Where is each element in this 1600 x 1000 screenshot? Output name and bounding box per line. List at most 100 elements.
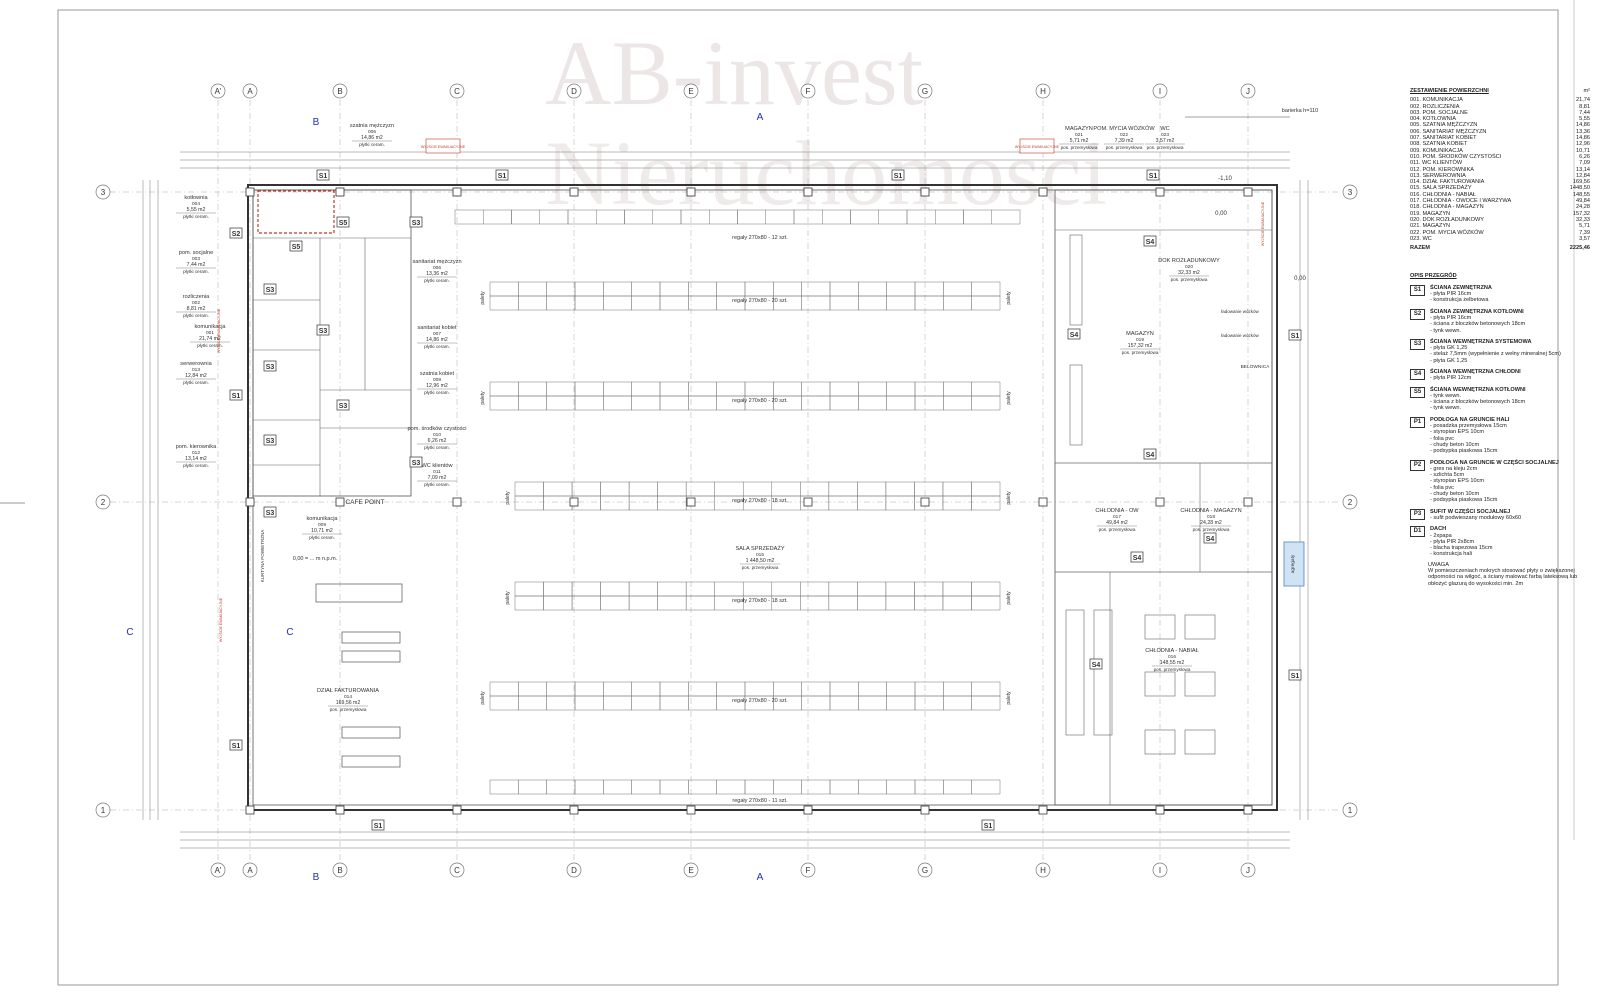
wall-marker-S3: S3 <box>412 220 421 227</box>
exit-sign: WYJŚCIE EWAKUACYJNE <box>216 308 221 353</box>
room-floor: płytki ceram. <box>424 482 450 487</box>
shelf-unit <box>603 295 632 311</box>
grid-column-label: D <box>571 866 577 875</box>
wall-marker-S1: S1 <box>319 173 328 180</box>
legend-area-value: 13,14 <box>1576 166 1590 173</box>
room-number: 001 <box>206 330 214 336</box>
wall-marker-box <box>289 240 303 252</box>
shelf-unit <box>543 481 573 497</box>
legend-wall-code: S1 <box>1410 284 1425 296</box>
wall-marker-box <box>316 169 330 181</box>
shelf-unit <box>943 695 972 711</box>
wall-marker-S1: S1 <box>498 173 507 180</box>
legend-area-name: 020. DOK ROZŁADUNKOWY <box>1410 216 1484 223</box>
structural-column <box>569 497 579 507</box>
shelf-layer: regały 270x80 - 12 szt.regały 270x80 - 2… <box>454 209 1021 804</box>
shelf-unit <box>680 209 710 225</box>
structural-column <box>1243 497 1253 507</box>
wall-marker-S5: S5 <box>339 220 348 227</box>
structural-column <box>335 187 345 197</box>
legend-wall-layer: - tynk wewn. <box>1430 405 1462 412</box>
shelf-unit <box>943 281 972 297</box>
structural-column <box>1155 497 1165 507</box>
room-name: serwerownia <box>180 361 212 367</box>
room-name: szatnia kobiet <box>420 371 455 377</box>
exit-sign: WYJŚCIE EWAKUACYJNE <box>421 144 466 149</box>
grid-bubble <box>332 83 348 99</box>
shelf-unit <box>914 481 944 497</box>
shelf-unit <box>574 681 604 697</box>
shelf-unit <box>971 281 1001 297</box>
room-floor: pos. przemysłowa <box>1122 350 1159 355</box>
shelf-unit <box>574 281 604 297</box>
room-number: 010 <box>433 432 441 438</box>
structural-column <box>569 805 579 815</box>
legend-wall-layer: - konstrukcja hali <box>1430 551 1472 558</box>
shelf-unit <box>829 381 859 397</box>
shelf-unit <box>685 595 715 611</box>
section-marker-B: B <box>313 117 320 128</box>
grid-bubble <box>242 862 258 878</box>
legend-area-value: 10,71 <box>1576 147 1590 154</box>
shelf-unit <box>518 395 547 411</box>
shelf-unit <box>518 681 547 697</box>
shelf-unit <box>514 495 544 511</box>
wall-marker-box <box>336 399 350 411</box>
pallets-label: palety <box>1006 291 1012 305</box>
shelf-unit <box>574 779 604 795</box>
shelf-unit <box>765 209 795 225</box>
room-floor: płytki ceram. <box>424 278 450 283</box>
legend-wall-layer: - płyta GK 1,25 <box>1430 357 1468 364</box>
legend-wall-layer: - styropian EPS 10cm <box>1430 478 1485 485</box>
room-area: 32,33 m2 <box>1178 270 1200 276</box>
room-number: 017 <box>1113 514 1121 520</box>
room-name: CHŁODNIA - NABIAŁ <box>1145 648 1198 654</box>
shelf-unit <box>886 281 916 297</box>
room-number: 009 <box>318 522 326 528</box>
wall-marker-box <box>1288 669 1302 681</box>
shelf-unit <box>963 209 992 225</box>
legend-wall-layer: - stelaż 7,5mm (wypełnienie z wełny mine… <box>1430 351 1561 358</box>
wall-marker-box <box>1130 551 1144 563</box>
room-floor: płytki ceram. <box>309 535 335 540</box>
shelf-unit <box>885 495 915 511</box>
legend-wall-title: ŚCIANA WEWNĘTRZNA SYSTEMOWA <box>1430 338 1532 345</box>
room-name: pom. kierownika <box>176 444 217 450</box>
wall-marker-S4: S4 <box>1070 332 1079 339</box>
shelf-unit <box>489 695 519 711</box>
room-name: DZIAŁ FAKTUROWANIA <box>317 688 379 694</box>
shelf-unit <box>489 381 519 397</box>
shelf-unit <box>688 695 717 711</box>
wall-marker-box <box>1067 328 1081 340</box>
legend-area-name: 023. WC <box>1410 235 1432 242</box>
shelf-unit <box>688 681 717 697</box>
legend-panel: ZESTAWIENIE POWIERZCHNI m² 001. KOMUNIKA… <box>1410 88 1590 587</box>
grid-column-label: F <box>806 866 811 875</box>
room-area: 5,55 m2 <box>187 207 206 213</box>
grid-column-label: A' <box>215 87 222 96</box>
room-number: 004 <box>192 201 200 207</box>
shelf-unit <box>829 295 859 311</box>
legend-area-value: 13,36 <box>1576 128 1590 135</box>
shelf-unit <box>971 581 1001 597</box>
exit-sign: WYJŚCIE EWAKUACYJNE <box>1015 144 1060 149</box>
grid-column-label: H <box>1040 87 1046 96</box>
wall-marker-box <box>229 739 243 751</box>
shelf-unit <box>943 395 972 411</box>
grid-column-label: A <box>247 87 253 96</box>
shelf-unit <box>688 779 717 795</box>
shelf-unit <box>737 209 766 225</box>
pallets-label: palety <box>480 691 486 705</box>
grid-bubble <box>1035 83 1051 99</box>
shelf-unit <box>906 209 936 225</box>
shelf-unit <box>716 381 746 397</box>
